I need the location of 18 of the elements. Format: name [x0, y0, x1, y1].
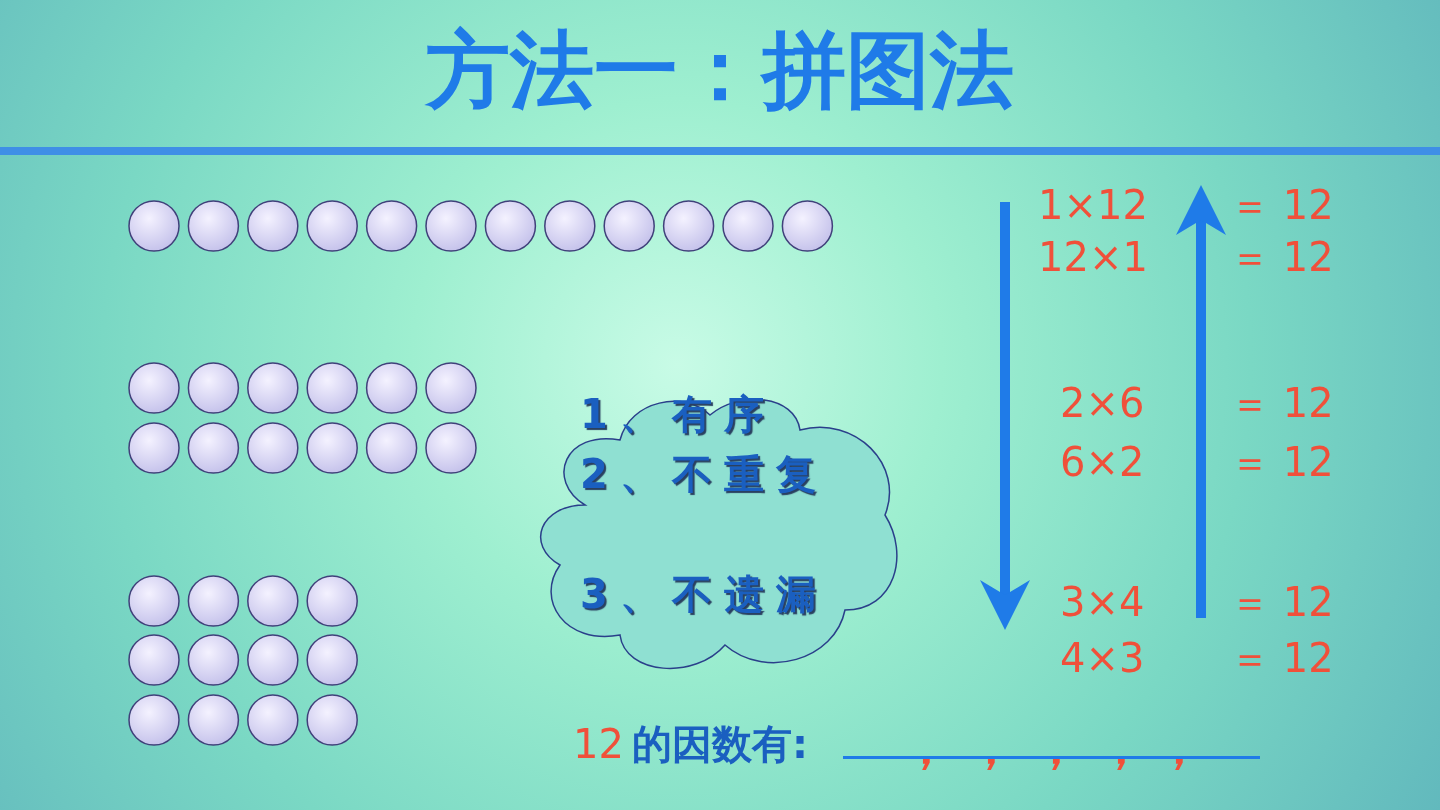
equation-text: ＝ 12 [1230, 383, 1334, 423]
slide-title: 方法一：拼图法 [424, 28, 1015, 112]
question-text: 的因数有: [632, 724, 808, 764]
cloud-text: 1、有序 [580, 390, 777, 439]
equation-text: 1×12 [1038, 185, 1148, 225]
equation-text: ＝ 12 [1230, 442, 1334, 482]
equation-text: 12×1 [1038, 237, 1148, 277]
equation-text: ＝ 12 [1230, 582, 1334, 622]
equation-text: ＝ 12 [1230, 237, 1334, 277]
equation-text: ＝ 12 [1230, 185, 1334, 225]
equation-text: 6×2 [1060, 442, 1145, 482]
equation-text: 2×6 [1060, 383, 1145, 423]
cloud-text: 2、不重复 [580, 450, 829, 499]
equation-text: 4×3 [1060, 638, 1145, 678]
equation-text: ＝ 12 [1230, 638, 1334, 678]
cloud-text: 3、不遗漏 [580, 570, 829, 619]
question-text: 12 [573, 724, 624, 764]
equation-text: 3×4 [1060, 582, 1145, 622]
